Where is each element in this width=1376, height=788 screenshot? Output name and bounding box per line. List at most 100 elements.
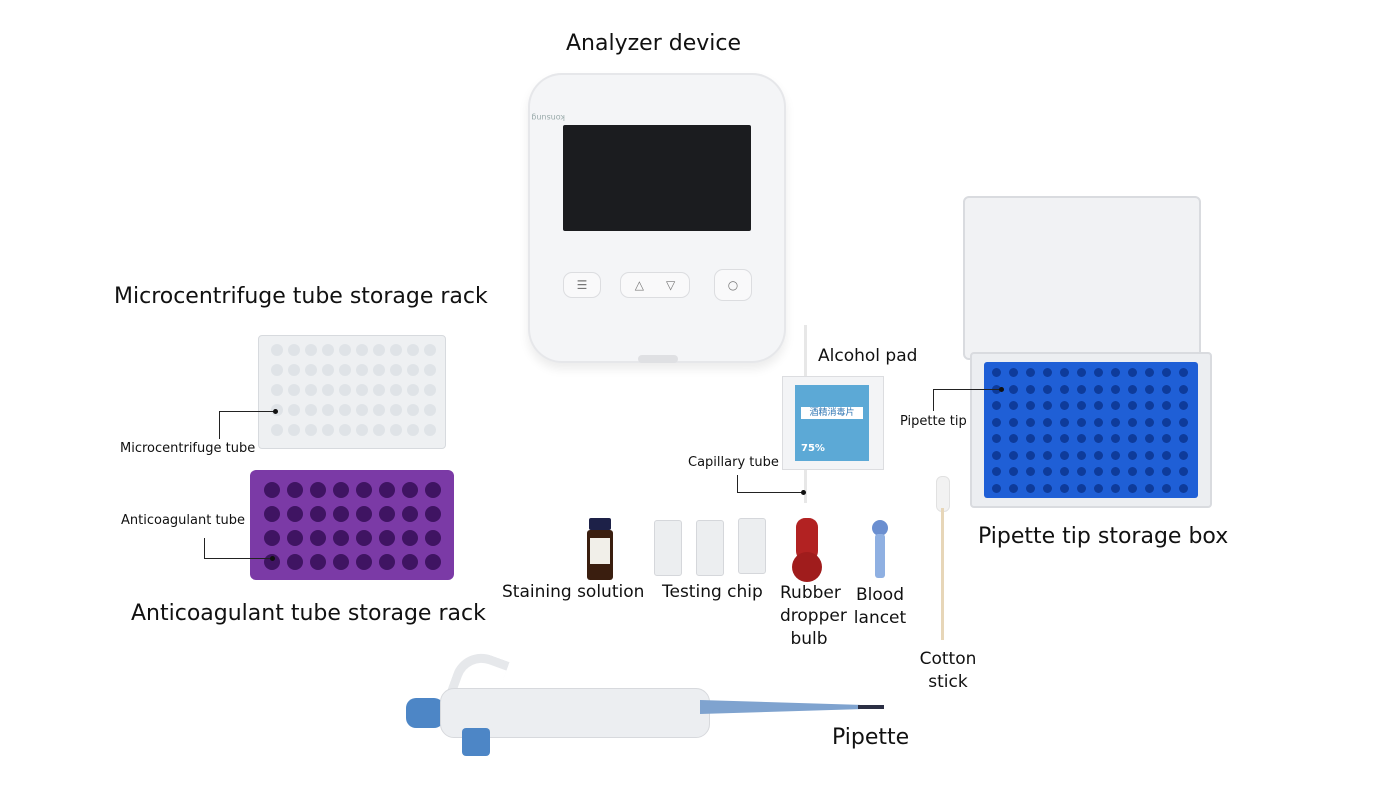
rack-well bbox=[271, 344, 283, 356]
rack-well bbox=[407, 384, 419, 396]
rack-well bbox=[271, 384, 283, 396]
tip-well bbox=[1145, 467, 1154, 476]
cotton-label: Cotton stick bbox=[916, 648, 980, 694]
cotton-label-line2: stick bbox=[928, 672, 968, 692]
tip-box-label: Pipette tip storage box bbox=[978, 524, 1229, 549]
rack-well bbox=[425, 530, 441, 546]
micro-rack-label: Microcentrifuge tube storage rack bbox=[114, 284, 488, 309]
anti-tube-leader-v bbox=[204, 538, 205, 559]
anti-tube-leader-h bbox=[204, 558, 272, 559]
anti-rack-label: Anticoagulant tube storage rack bbox=[131, 601, 486, 626]
tip-well bbox=[1145, 434, 1154, 443]
rack-well bbox=[379, 482, 395, 498]
tip-well bbox=[1128, 401, 1137, 410]
tip-well bbox=[1145, 384, 1154, 394]
menu-button[interactable]: ☰ bbox=[563, 272, 601, 298]
rack-well bbox=[356, 506, 372, 522]
rack-well bbox=[287, 482, 303, 498]
tip-well bbox=[1145, 417, 1154, 427]
device-screen bbox=[563, 125, 751, 231]
alcohol-pad: 酒精消毒片 75% bbox=[782, 376, 884, 470]
tip-well bbox=[1111, 384, 1120, 394]
pipette-plunger-button bbox=[406, 698, 444, 728]
capillary-label: Capillary tube bbox=[688, 455, 779, 470]
tip-well bbox=[1128, 483, 1137, 493]
rack-well bbox=[305, 404, 317, 416]
alcohol-pad-cn-title: 酒精消毒片 bbox=[801, 407, 863, 419]
micro-tube-label: Microcentrifuge tube bbox=[120, 441, 256, 456]
list-icon: ☰ bbox=[576, 278, 588, 292]
rack-well bbox=[356, 364, 368, 376]
testing-chip-2 bbox=[696, 520, 724, 576]
testing-chip-3 bbox=[738, 518, 766, 574]
rack-well bbox=[402, 506, 418, 522]
tip-well bbox=[1043, 467, 1052, 476]
rack-well bbox=[390, 404, 402, 416]
tip-well bbox=[1077, 384, 1086, 394]
triangle-up-icon: △ bbox=[634, 278, 644, 292]
tip-well bbox=[1009, 434, 1018, 443]
tip-well bbox=[1026, 401, 1035, 410]
rack-well bbox=[264, 530, 280, 546]
tip-well bbox=[992, 417, 1001, 427]
rack-well bbox=[390, 344, 402, 356]
nav-buttons[interactable]: △ ▽ bbox=[620, 272, 690, 298]
tip-well bbox=[1077, 450, 1086, 460]
rack-well bbox=[333, 530, 349, 546]
testing-chip-1 bbox=[654, 520, 682, 576]
tip-well bbox=[1043, 450, 1052, 460]
rack-well bbox=[424, 404, 436, 416]
rack-well bbox=[310, 506, 326, 522]
anticoagulant-rack bbox=[250, 470, 454, 580]
pipette-tip-ejector bbox=[462, 728, 490, 756]
rack-well bbox=[356, 482, 372, 498]
cotton-stick bbox=[941, 508, 944, 640]
tip-well bbox=[1043, 401, 1052, 410]
tip-well bbox=[1060, 417, 1069, 427]
rack-well bbox=[356, 344, 368, 356]
tip-well bbox=[1162, 417, 1171, 427]
power-button[interactable]: ○ bbox=[714, 269, 752, 301]
tip-box-lid bbox=[963, 196, 1201, 360]
tip-well bbox=[1179, 483, 1188, 493]
tip-well bbox=[992, 401, 1001, 410]
pipette-tip-label: Pipette tip bbox=[900, 414, 967, 429]
circle-icon: ○ bbox=[727, 278, 739, 292]
tip-well bbox=[1043, 434, 1052, 443]
tip-well bbox=[1043, 483, 1052, 493]
rack-well bbox=[288, 424, 300, 436]
tip-well bbox=[1094, 384, 1103, 394]
staining-label: Staining solution bbox=[502, 582, 645, 602]
tip-well bbox=[1009, 384, 1018, 394]
tip-well bbox=[1179, 401, 1188, 410]
tip-well bbox=[1128, 368, 1137, 377]
tip-well bbox=[1077, 434, 1086, 443]
tip-well bbox=[1094, 434, 1103, 443]
tip-well bbox=[1145, 450, 1154, 460]
rack-well bbox=[356, 384, 368, 396]
rack-well bbox=[424, 384, 436, 396]
rack-well bbox=[356, 530, 372, 546]
rack-well bbox=[424, 364, 436, 376]
tip-well bbox=[1162, 401, 1171, 410]
rack-well bbox=[373, 364, 385, 376]
rack-well bbox=[264, 482, 280, 498]
pipette-tip-leader-h bbox=[933, 389, 1001, 390]
capillary-leader-v bbox=[737, 475, 738, 493]
tip-well bbox=[1111, 368, 1120, 377]
rubber-label-line1: Rubber bbox=[780, 583, 841, 603]
testing-chip-label: Testing chip bbox=[662, 582, 763, 602]
tip-well bbox=[1162, 483, 1171, 493]
tip-well bbox=[1026, 368, 1035, 377]
tip-well bbox=[1179, 417, 1188, 427]
tip-well bbox=[1026, 384, 1035, 394]
tip-well bbox=[1060, 483, 1069, 493]
rack-well bbox=[322, 424, 334, 436]
rack-well bbox=[390, 364, 402, 376]
tip-well bbox=[1111, 417, 1120, 427]
tip-well bbox=[1111, 401, 1120, 410]
tip-well bbox=[992, 434, 1001, 443]
anti-tube-label: Anticoagulant tube bbox=[121, 513, 246, 528]
tip-well bbox=[1009, 467, 1018, 476]
rack-well bbox=[390, 384, 402, 396]
